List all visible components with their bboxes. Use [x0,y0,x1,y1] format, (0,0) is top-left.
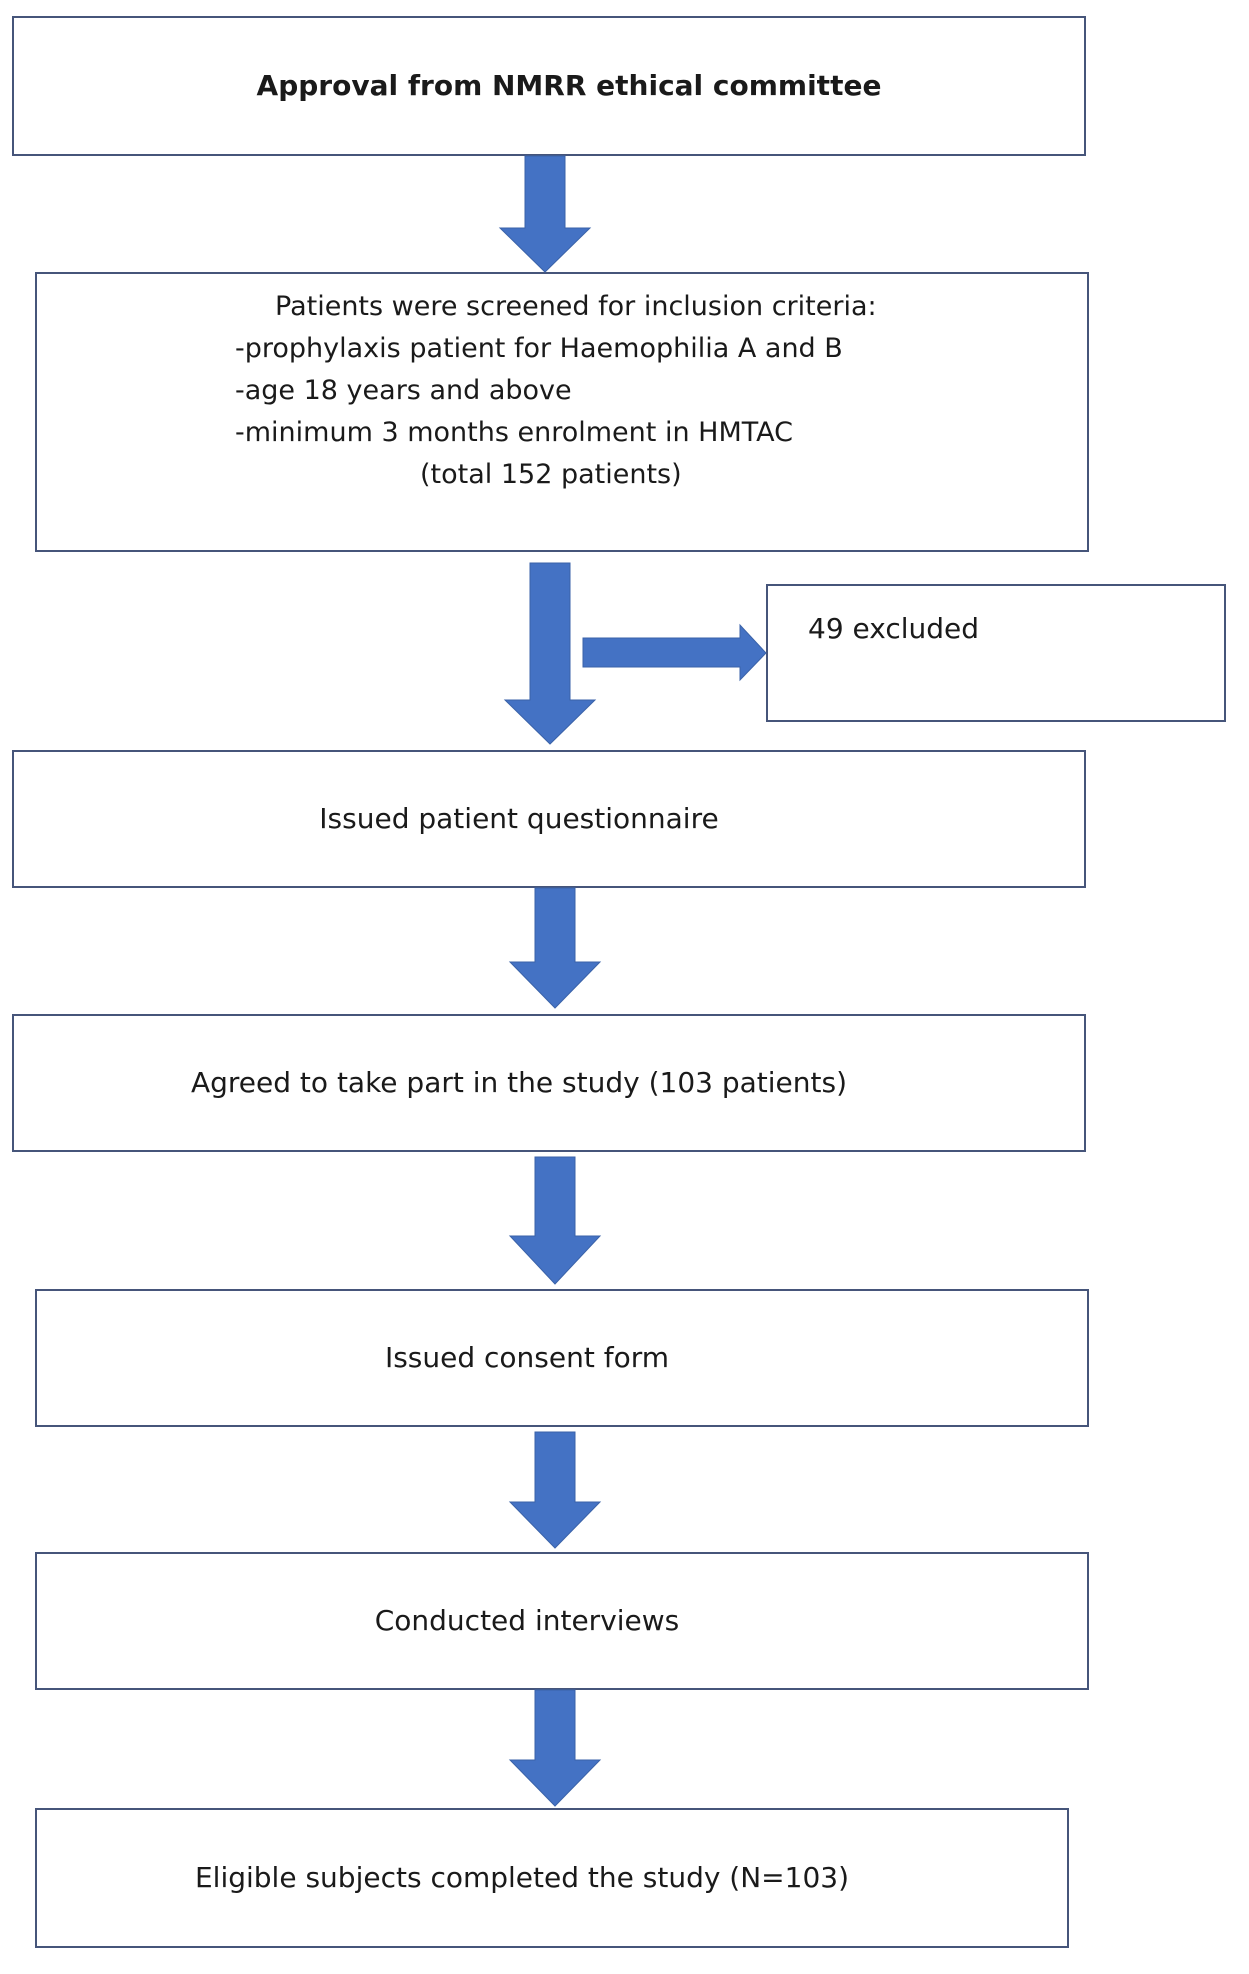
arrow-down-icon [498,155,592,273]
agreed-box: Agreed to take part in the study (103 pa… [12,1014,1086,1152]
criterion-3: -minimum 3 months enrolment in HMTAC [235,417,793,448]
approval-label: Approval from NMRR ethical committee [256,68,882,102]
excluded-box: 49 excluded [766,584,1226,722]
approval-box: Approval from NMRR ethical committee [12,16,1086,156]
screening-text: Patients were screened for inclusion cri… [235,286,877,496]
questionnaire-label: Issued patient questionnaire [319,801,719,835]
completed-box: Eligible subjects completed the study (N… [35,1808,1069,1948]
screening-box: Patients were screened for inclusion cri… [35,272,1089,552]
consent-box: Issued consent form [35,1289,1089,1427]
screening-heading: Patients were screened for inclusion cri… [275,291,877,322]
arrow-down-icon [503,562,597,745]
arrow-down-icon [508,887,602,1009]
arrow-down-icon [508,1156,602,1285]
interviews-box: Conducted interviews [35,1552,1089,1690]
criterion-1: -prophylaxis patient for Haemophilia A a… [235,333,843,364]
interviews-label: Conducted interviews [374,1603,680,1637]
arrow-down-icon [508,1689,602,1807]
screening-total: (total 152 patients) [420,459,682,490]
excluded-label: 49 excluded [808,612,980,645]
completed-label: Eligible subjects completed the study (N… [194,1860,850,1894]
criterion-2: -age 18 years and above [235,375,572,406]
consent-label: Issued consent form [384,1340,670,1374]
arrow-down-icon [508,1431,602,1549]
agreed-label: Agreed to take part in the study (103 pa… [190,1065,848,1099]
questionnaire-box: Issued patient questionnaire [12,750,1086,888]
arrow-right-icon [582,623,767,682]
